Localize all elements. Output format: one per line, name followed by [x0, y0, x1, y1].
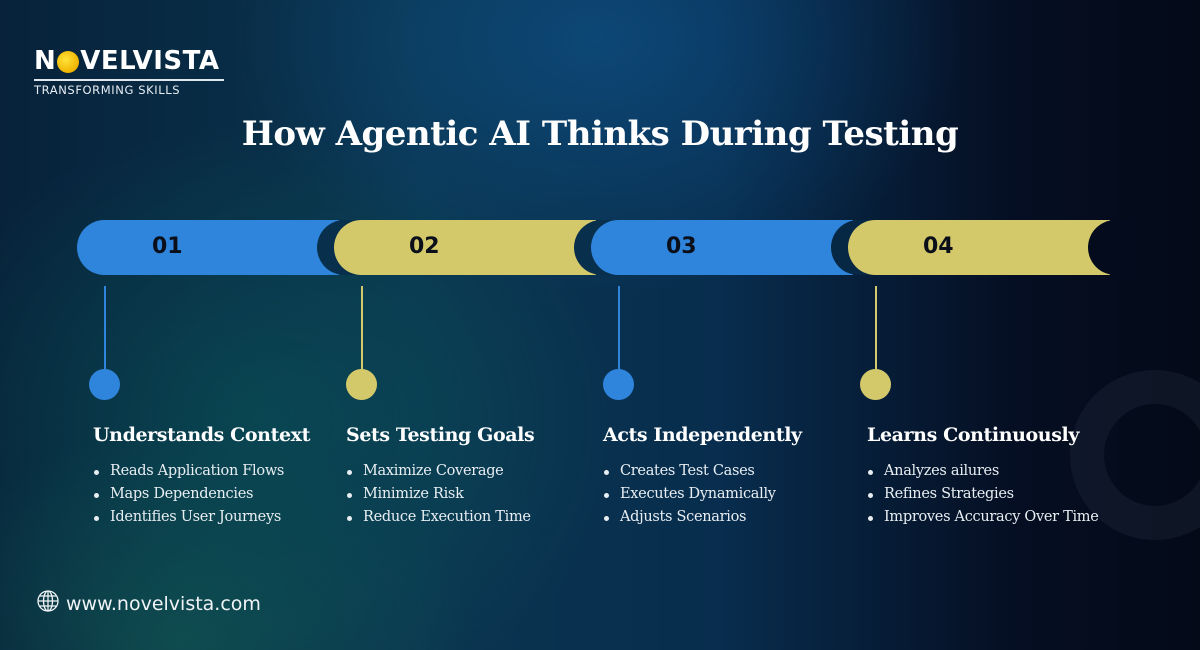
novelvista-logo: N VELVISTA TRANSFORMING SKILLS [34, 46, 226, 97]
step-number: 03 [666, 234, 697, 259]
step-bullets: Reads Application Flows Maps Dependencie… [93, 460, 343, 529]
connector-line-02 [361, 286, 363, 374]
step-heading: Learns Continuously [867, 424, 1079, 446]
bullet-item: Refines Strategies [867, 483, 1117, 506]
bullet-item: Identifies User Journeys [93, 506, 343, 529]
connector-line-03 [618, 286, 620, 374]
globe-icon [36, 589, 60, 618]
bullet-item: Analyzes ailures [867, 460, 1117, 483]
bullet-item: Improves Accuracy Over Time [867, 506, 1117, 529]
logo-letters: VELVISTA [80, 46, 220, 76]
timeline-dot-02 [346, 369, 377, 400]
step-card-01: Understands Context Reads Application Fl… [93, 424, 343, 529]
step-heading: Acts Independently [603, 424, 802, 446]
bullet-item: Maps Dependencies [93, 483, 343, 506]
step-pill-01: 01 [77, 220, 361, 275]
step-bullets: Creates Test Cases Executes Dynamically … [603, 460, 853, 529]
website-url[interactable]: www.novelvista.com [66, 592, 261, 615]
logo-divider [34, 79, 224, 81]
bullet-item: Minimize Risk [346, 483, 596, 506]
bullet-item: Maximize Coverage [346, 460, 596, 483]
logo-tagline: TRANSFORMING SKILLS [34, 83, 181, 97]
step-bullets: Maximize Coverage Minimize Risk Reduce E… [346, 460, 596, 529]
pill-notch [1088, 220, 1132, 275]
sun-icon [57, 51, 80, 73]
step-card-04: Learns Continuously Analyzes ailures Ref… [867, 424, 1117, 529]
step-pill-02: 02 [334, 220, 618, 275]
logo-letter-n: N [34, 46, 57, 76]
website-footer: www.novelvista.com [36, 589, 261, 618]
step-card-02: Sets Testing Goals Maximize Coverage Min… [346, 424, 596, 529]
bullet-item: Reduce Execution Time [346, 506, 596, 529]
step-number: 02 [409, 234, 440, 259]
timeline-dot-04 [860, 369, 891, 400]
step-number: 04 [923, 234, 954, 259]
step-heading: Sets Testing Goals [346, 424, 535, 446]
timeline-dot-03 [603, 369, 634, 400]
step-pill-04: 04 [848, 220, 1132, 275]
step-bullets: Analyzes ailures Refines Strategies Impr… [867, 460, 1117, 529]
timeline-dot-01 [89, 369, 120, 400]
step-number: 01 [152, 234, 183, 259]
bullet-item: Creates Test Cases [603, 460, 853, 483]
logo-wordmark: N VELVISTA [34, 46, 226, 76]
bullet-item: Reads Application Flows [93, 460, 343, 483]
step-heading: Understands Context [93, 424, 310, 446]
step-pill-03: 03 [591, 220, 875, 275]
bullet-item: Executes Dynamically [603, 483, 853, 506]
step-card-03: Acts Independently Creates Test Cases Ex… [603, 424, 853, 529]
connector-line-04 [875, 286, 877, 374]
bullet-item: Adjusts Scenarios [603, 506, 853, 529]
connector-line-01 [104, 286, 106, 374]
page-title: How Agentic AI Thinks During Testing [241, 114, 959, 154]
